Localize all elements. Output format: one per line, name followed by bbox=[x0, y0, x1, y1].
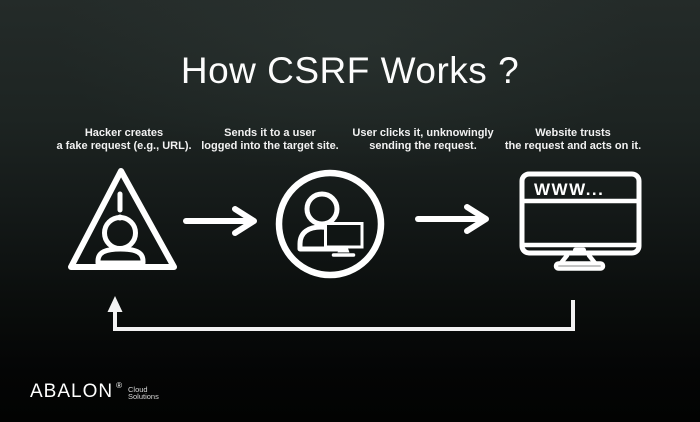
registered-mark: ® bbox=[116, 381, 122, 390]
hacker-warning-triangle-icon bbox=[68, 168, 177, 270]
step-3-label-line-2: sending the request. bbox=[369, 139, 477, 152]
computer-stand bbox=[337, 247, 350, 253]
step-4-label-line-1: Website trusts bbox=[535, 127, 611, 139]
monitor-frame bbox=[519, 171, 642, 256]
arrow-right-icon bbox=[415, 204, 489, 234]
step-1-label-line-1: Hacker creates bbox=[84, 127, 164, 139]
brand-name: ABALON bbox=[30, 381, 114, 402]
computer-screen bbox=[324, 222, 364, 249]
browser-address-text: WWW... bbox=[534, 180, 604, 199]
person-body bbox=[95, 246, 146, 266]
page-title: How CSRF Works ? bbox=[180, 50, 520, 91]
step-1-label: Hacker creates a fake request (e.g., URL… bbox=[39, 127, 209, 152]
person-head bbox=[102, 215, 138, 251]
step-1-label-line-2: a fake request (e.g., URL). bbox=[56, 139, 192, 152]
monitor-button bbox=[573, 247, 586, 253]
tagline-line-1: Cloud bbox=[128, 385, 148, 394]
step-2-label: Sends it to a user logged into the targe… bbox=[185, 127, 355, 152]
arrow-right-icon bbox=[183, 206, 257, 236]
return-arrow-icon bbox=[107, 296, 575, 331]
website-monitor-icon: WWW... bbox=[519, 171, 642, 271]
tagline-line-2: Solutions bbox=[128, 392, 159, 401]
step-3-label: User clicks it, unknowingly sending the … bbox=[338, 127, 508, 152]
return-arrowhead bbox=[107, 296, 123, 312]
brand-tagline: Cloud Solutions bbox=[128, 382, 159, 401]
brand-logo: ABALON ® Cloud Solutions bbox=[30, 381, 159, 402]
step-4-label-line-2: the request and acts on it. bbox=[504, 139, 642, 152]
step-2-label-line-2: logged into the target site. bbox=[201, 139, 339, 152]
step-2-label-line-1: Sends it to a user bbox=[224, 127, 316, 139]
step-3-label-line-1: User clicks it, unknowingly bbox=[352, 127, 494, 139]
monitor-base bbox=[553, 261, 606, 271]
person-head bbox=[304, 191, 340, 227]
step-4-label: Website trusts the request and acts on i… bbox=[488, 127, 658, 152]
user-at-computer-circle-icon bbox=[275, 169, 385, 279]
